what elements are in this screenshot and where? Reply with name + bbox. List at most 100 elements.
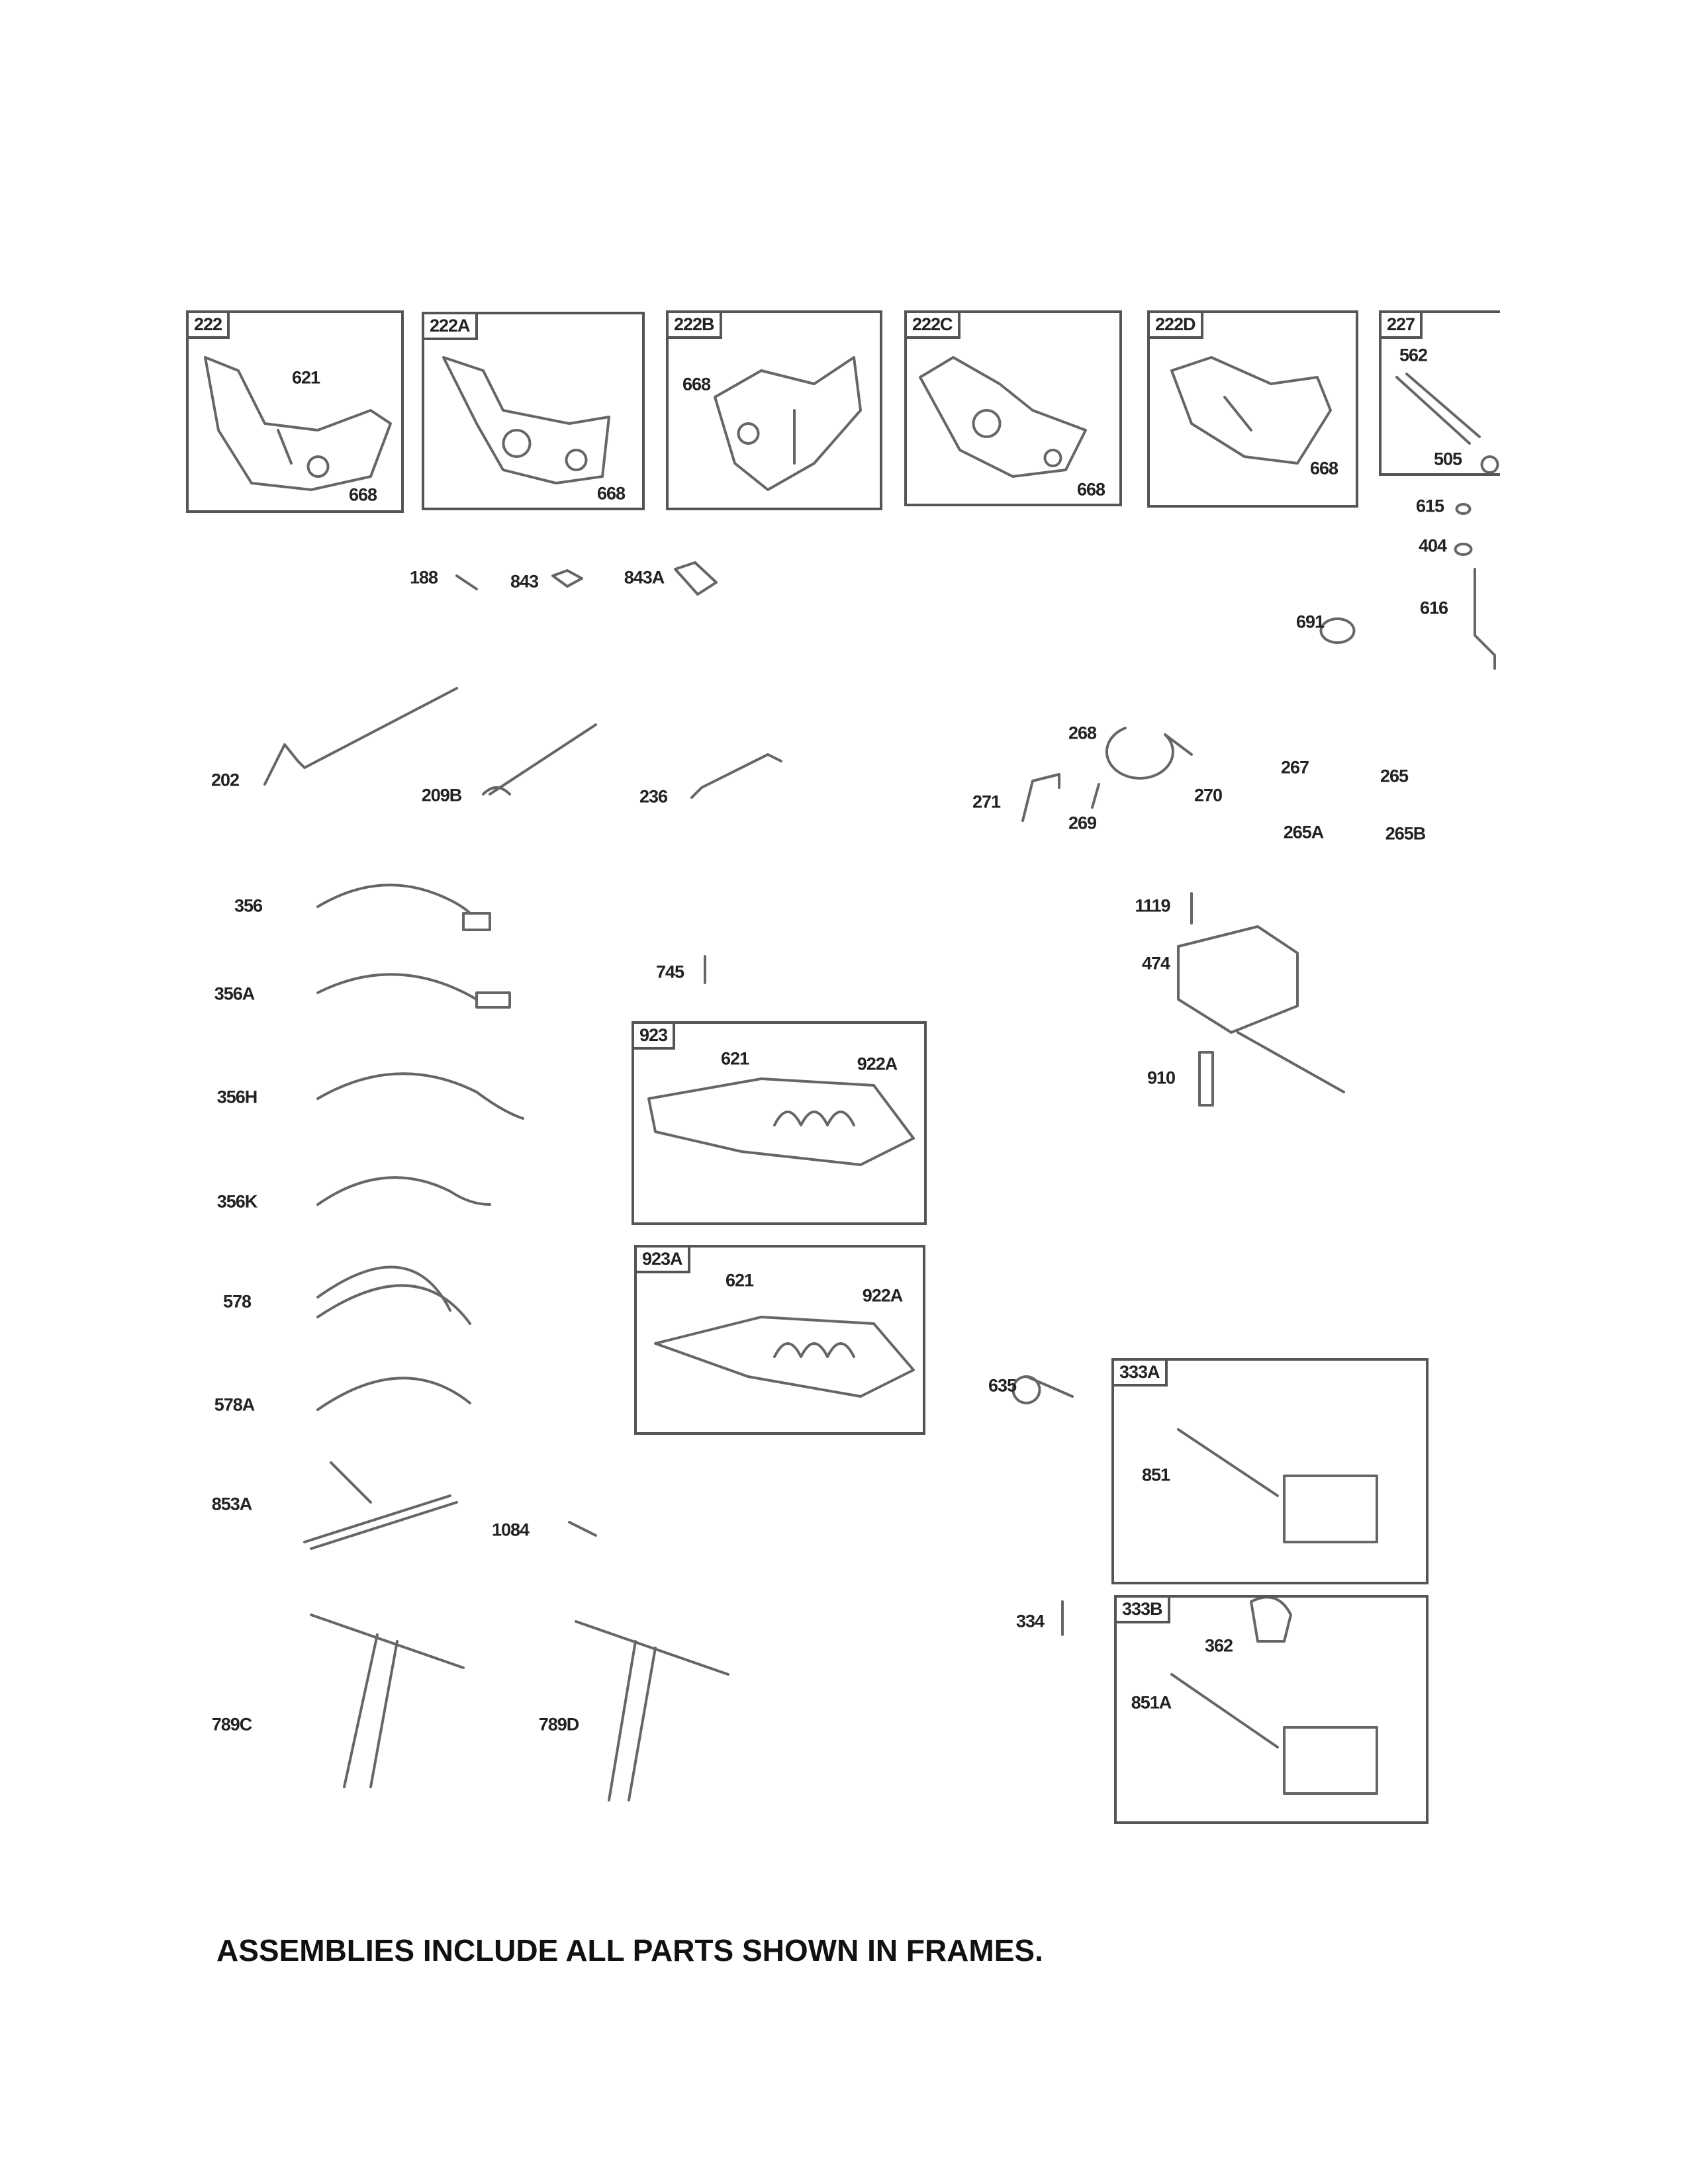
callout-1084: 1084 (491, 1520, 530, 1540)
rod-616 (1474, 568, 1496, 670)
frame-tag: 222 (189, 313, 230, 339)
callout-269: 269 (1068, 813, 1097, 833)
boot-635 (1011, 1375, 1074, 1404)
frame-923a: 923A (634, 1245, 925, 1435)
wire-356A (316, 973, 511, 1009)
frame-222: 222 (186, 310, 404, 513)
screw-188 (455, 574, 478, 590)
washer-615 (1455, 503, 1472, 515)
callout-843: 843 (510, 571, 539, 592)
governor-bracket-222d (1170, 356, 1332, 465)
harness-853A (303, 1461, 458, 1550)
callout-356a: 356A (214, 983, 256, 1004)
callout-271: 271 (972, 792, 1001, 812)
frame-222b: 222B (666, 310, 882, 510)
washer-404 (1454, 543, 1473, 556)
callout-265: 265 (1380, 766, 1409, 786)
callout-268: 268 (1068, 723, 1097, 743)
callout-334: 334 (1015, 1611, 1045, 1631)
callout-668: 668 (682, 374, 711, 394)
callout-621: 621 (725, 1270, 754, 1291)
callout-270: 270 (1194, 785, 1223, 805)
callout-635: 635 (988, 1375, 1017, 1396)
frame-tag: 222B (669, 313, 722, 339)
callout-621: 621 (291, 367, 320, 388)
frame-tag: 222A (424, 314, 478, 340)
callout-789d: 789D (538, 1714, 580, 1735)
frame-tag: 333B (1117, 1598, 1170, 1623)
wire-356 (316, 884, 491, 931)
frame-tag: 227 (1382, 313, 1423, 339)
callout-267: 267 (1280, 757, 1309, 778)
callout-691: 691 (1295, 612, 1325, 632)
frame-333b: 333B (1114, 1595, 1429, 1824)
callout-616: 616 (1419, 598, 1448, 618)
callout-505: 505 (1433, 449, 1462, 469)
harness-789C (310, 1614, 465, 1788)
block-843 (551, 569, 583, 588)
frame-227: 227 (1379, 310, 1500, 476)
callout-404: 404 (1418, 535, 1447, 556)
grommet-691 (1319, 617, 1356, 644)
callout-621: 621 (720, 1048, 749, 1069)
callout-910: 910 (1147, 1068, 1176, 1088)
frame-tag: 923A (637, 1248, 690, 1273)
bracket-923A (654, 1316, 915, 1398)
lever-227 (1395, 373, 1499, 474)
callout-265a: 265A (1283, 822, 1325, 842)
callout-851a: 851A (1131, 1692, 1172, 1713)
governor-bracket-222b (714, 356, 862, 491)
callout-789c: 789C (211, 1714, 253, 1735)
wire-578A (316, 1377, 471, 1411)
spacer-910 (1198, 1051, 1214, 1107)
callout-362: 362 (1204, 1635, 1233, 1656)
callout-668: 668 (1309, 458, 1338, 478)
callout-853a: 853A (211, 1494, 253, 1514)
link-202 (263, 687, 458, 786)
callout-265b: 265B (1385, 823, 1427, 844)
cable-268 (1091, 727, 1193, 809)
frame-333a: 333A (1111, 1358, 1429, 1584)
callout-356: 356 (234, 895, 263, 916)
callout-578a: 578A (214, 1394, 256, 1415)
wire-578 (316, 1265, 471, 1325)
callout-356h: 356H (216, 1087, 258, 1107)
wire-356K (316, 1176, 491, 1206)
frame-tag: 222D (1150, 313, 1203, 339)
callout-922a: 922A (857, 1054, 898, 1074)
callout-922a: 922A (862, 1285, 904, 1306)
frame-tag: 923 (634, 1024, 676, 1050)
callout-615: 615 (1415, 496, 1444, 516)
spring-209B (482, 723, 597, 796)
callout-1119: 1119 (1135, 895, 1170, 916)
governor-bracket-222c (919, 356, 1087, 478)
coil-333B (1170, 1673, 1378, 1795)
frame-222c: 222C (904, 310, 1122, 506)
bracket-923 (647, 1077, 915, 1166)
callout-562: 562 (1399, 345, 1428, 365)
callout-668: 668 (596, 483, 626, 504)
module-474 (1177, 925, 1345, 1093)
wire-356H (316, 1072, 524, 1120)
link-236 (690, 753, 782, 799)
governor-bracket-222 (204, 356, 392, 491)
coil-333A (1177, 1428, 1378, 1543)
callout-668: 668 (1076, 479, 1105, 500)
callout-578: 578 (222, 1291, 252, 1312)
callout-851: 851 (1141, 1465, 1170, 1485)
harness-789D (575, 1620, 729, 1801)
frame-923: 923 (632, 1021, 927, 1225)
frame-222d: 222D (1147, 310, 1358, 508)
assembly-note: ASSEMBLIES INCLUDE ALL PARTS SHOWN IN FR… (216, 1933, 1043, 1968)
callout-356k: 356K (216, 1191, 258, 1212)
bracket-271 (1021, 773, 1060, 822)
block-843A (674, 561, 718, 596)
frame-tag: 333A (1114, 1361, 1168, 1387)
callout-236: 236 (639, 786, 668, 807)
callout-668: 668 (348, 484, 377, 505)
callout-474: 474 (1141, 953, 1170, 974)
pin-1084 (568, 1521, 597, 1537)
governor-bracket-222a (442, 356, 610, 484)
